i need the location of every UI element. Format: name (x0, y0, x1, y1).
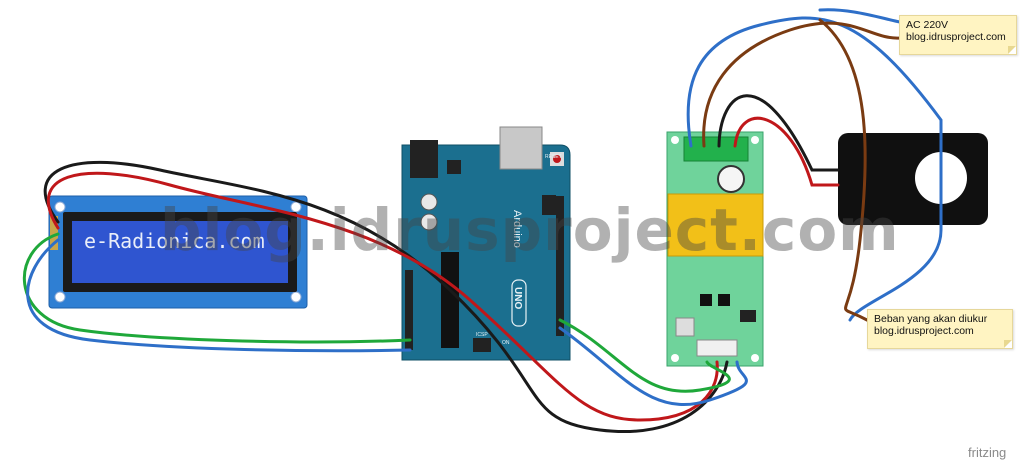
current-transformer (838, 133, 988, 225)
note-ac-line1: AC 220V (906, 19, 949, 31)
wire-green-lcd (22, 232, 412, 344)
note-ac-line2: blog.idrusproject.com (906, 31, 1006, 43)
lcd-module (48, 195, 308, 309)
on-label: ON (502, 340, 510, 346)
wire-black-ct (717, 94, 840, 172)
wire-brown-load (818, 18, 869, 322)
wire-brown-ac (702, 21, 902, 148)
wire-blue-top (818, 8, 902, 24)
wire-black-lcd (43, 160, 729, 433)
wire-red-ct (733, 116, 840, 187)
note-fold-icon (1008, 46, 1016, 54)
wire-blue-lcd (26, 238, 412, 353)
lcd-display-text: e-Radionica.com (84, 229, 265, 253)
wire-red-lcd (46, 171, 719, 422)
fritzing-logo: fritzing (968, 445, 1007, 460)
arduino-model-label: UNO (512, 287, 523, 309)
note-load-line2: blog.idrusproject.com (874, 325, 974, 337)
wires (22, 8, 943, 433)
arduino-logo: Arduino (511, 210, 523, 248)
note-load: Beban yang akan diukur blog.idrusproject… (867, 309, 1013, 349)
reset-label: RESET (545, 154, 562, 160)
wire-blue-arduino (558, 326, 748, 407)
wire-green-arduino (558, 318, 731, 393)
note-fold-icon (1004, 340, 1012, 348)
ac-terminal-block (683, 136, 749, 162)
arduino-uno (401, 126, 571, 361)
note-load-line1: Beban yang akan diukur (874, 313, 988, 325)
relay-block (667, 193, 764, 257)
power-meter-module (666, 131, 764, 367)
icsp-label: ICSP (476, 332, 488, 338)
note-ac-220v: AC 220V blog.idrusproject.com (899, 15, 1017, 55)
lcd-screen (72, 221, 288, 283)
